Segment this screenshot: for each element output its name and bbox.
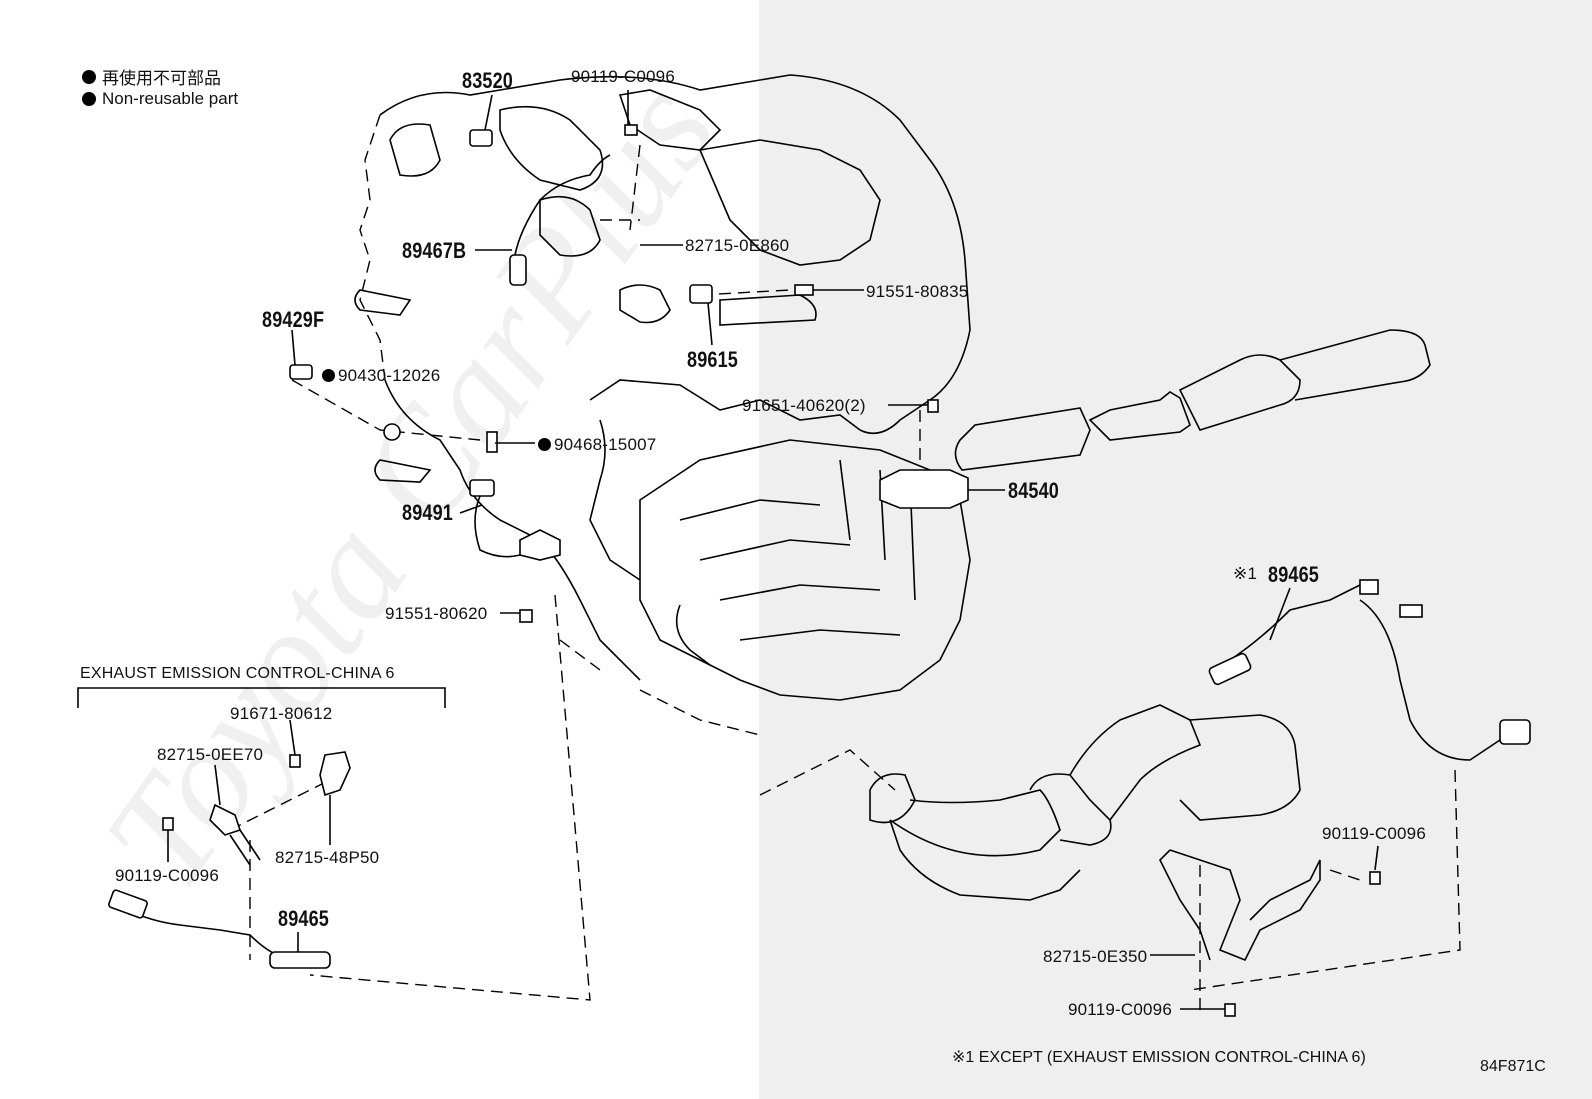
part-label-83520[interactable]: 83520	[462, 68, 513, 93]
part-label-91551-80620[interactable]: 91551-80620	[385, 604, 488, 623]
except-note: ※1 EXCEPT (EXHAUST EMISSION CONTROL-CHIN…	[952, 1049, 1366, 1066]
part-label-82715-48p50[interactable]: 82715-48P50	[275, 848, 380, 867]
part-label-90119-c0096-right[interactable]: 90119-C0096	[1322, 824, 1426, 843]
legend-en-text: Non-reusable part	[102, 89, 239, 108]
figure-code: 84F871C	[1480, 1058, 1546, 1075]
except-marker: ※1	[1233, 564, 1258, 583]
part-label-91551-80835[interactable]: 91551-80835	[866, 282, 969, 301]
lower-exhaust-pipe	[869, 704, 1301, 901]
part-label-90430-12026[interactable]: 90430-12026	[322, 366, 440, 386]
part-label-89465-sub[interactable]: 89465	[278, 906, 329, 931]
background-shade	[759, 0, 1592, 1099]
part-label-89491[interactable]: 89491	[402, 500, 453, 525]
legend-jp: 再使用不可部品	[82, 64, 221, 89]
exhaust-pipe	[954, 329, 1431, 471]
part-label-90119-c0096-top[interactable]: 90119-C0096	[571, 67, 675, 86]
non-reusable-dot-icon	[538, 438, 551, 451]
section-title: EXHAUST EMISSION CONTROL-CHINA 6	[80, 665, 395, 682]
part-label-91651-40620[interactable]: 91651-40620(2)	[742, 396, 866, 415]
part-label-90119-c0096-bottom[interactable]: 90119-C0096	[1068, 1000, 1172, 1019]
non-reusable-dot-icon	[322, 369, 335, 382]
part-label-89429f[interactable]: 89429F	[262, 307, 325, 332]
part-label-91671-80612[interactable]: 91671-80612	[230, 704, 333, 723]
part-label-82715-0e860[interactable]: 82715-0E860	[685, 236, 790, 255]
part-number-text: 90430-12026	[338, 366, 441, 385]
section-bracket	[77, 687, 446, 708]
leader-lines	[229, 144, 1461, 1010]
part-label-82715-0e350[interactable]: 82715-0E350	[1043, 947, 1148, 966]
part-label-82715-0ee70[interactable]: 82715-0EE70	[157, 745, 264, 764]
part-label-89615[interactable]: 89615	[687, 347, 738, 372]
part-label-90468-15007[interactable]: 90468-15007	[538, 435, 656, 455]
solid-leaders	[167, 90, 1379, 1010]
part-label-90119-c0096-left[interactable]: 90119-C0096	[115, 866, 219, 885]
legend-jp-text: 再使用不可部品	[102, 69, 221, 88]
non-reusable-dot-icon	[82, 92, 96, 106]
part-label-89467b[interactable]: 89467B	[402, 238, 467, 263]
non-reusable-dot-icon	[82, 69, 96, 84]
legend-en: Non-reusable part	[82, 89, 238, 109]
part-number-text: 90468-15007	[554, 435, 657, 454]
part-label-89465-main[interactable]: 89465	[1268, 562, 1319, 587]
engine-outline	[354, 74, 971, 736]
part-label-84540[interactable]: 84540	[1008, 478, 1059, 503]
components	[108, 124, 1531, 1017]
